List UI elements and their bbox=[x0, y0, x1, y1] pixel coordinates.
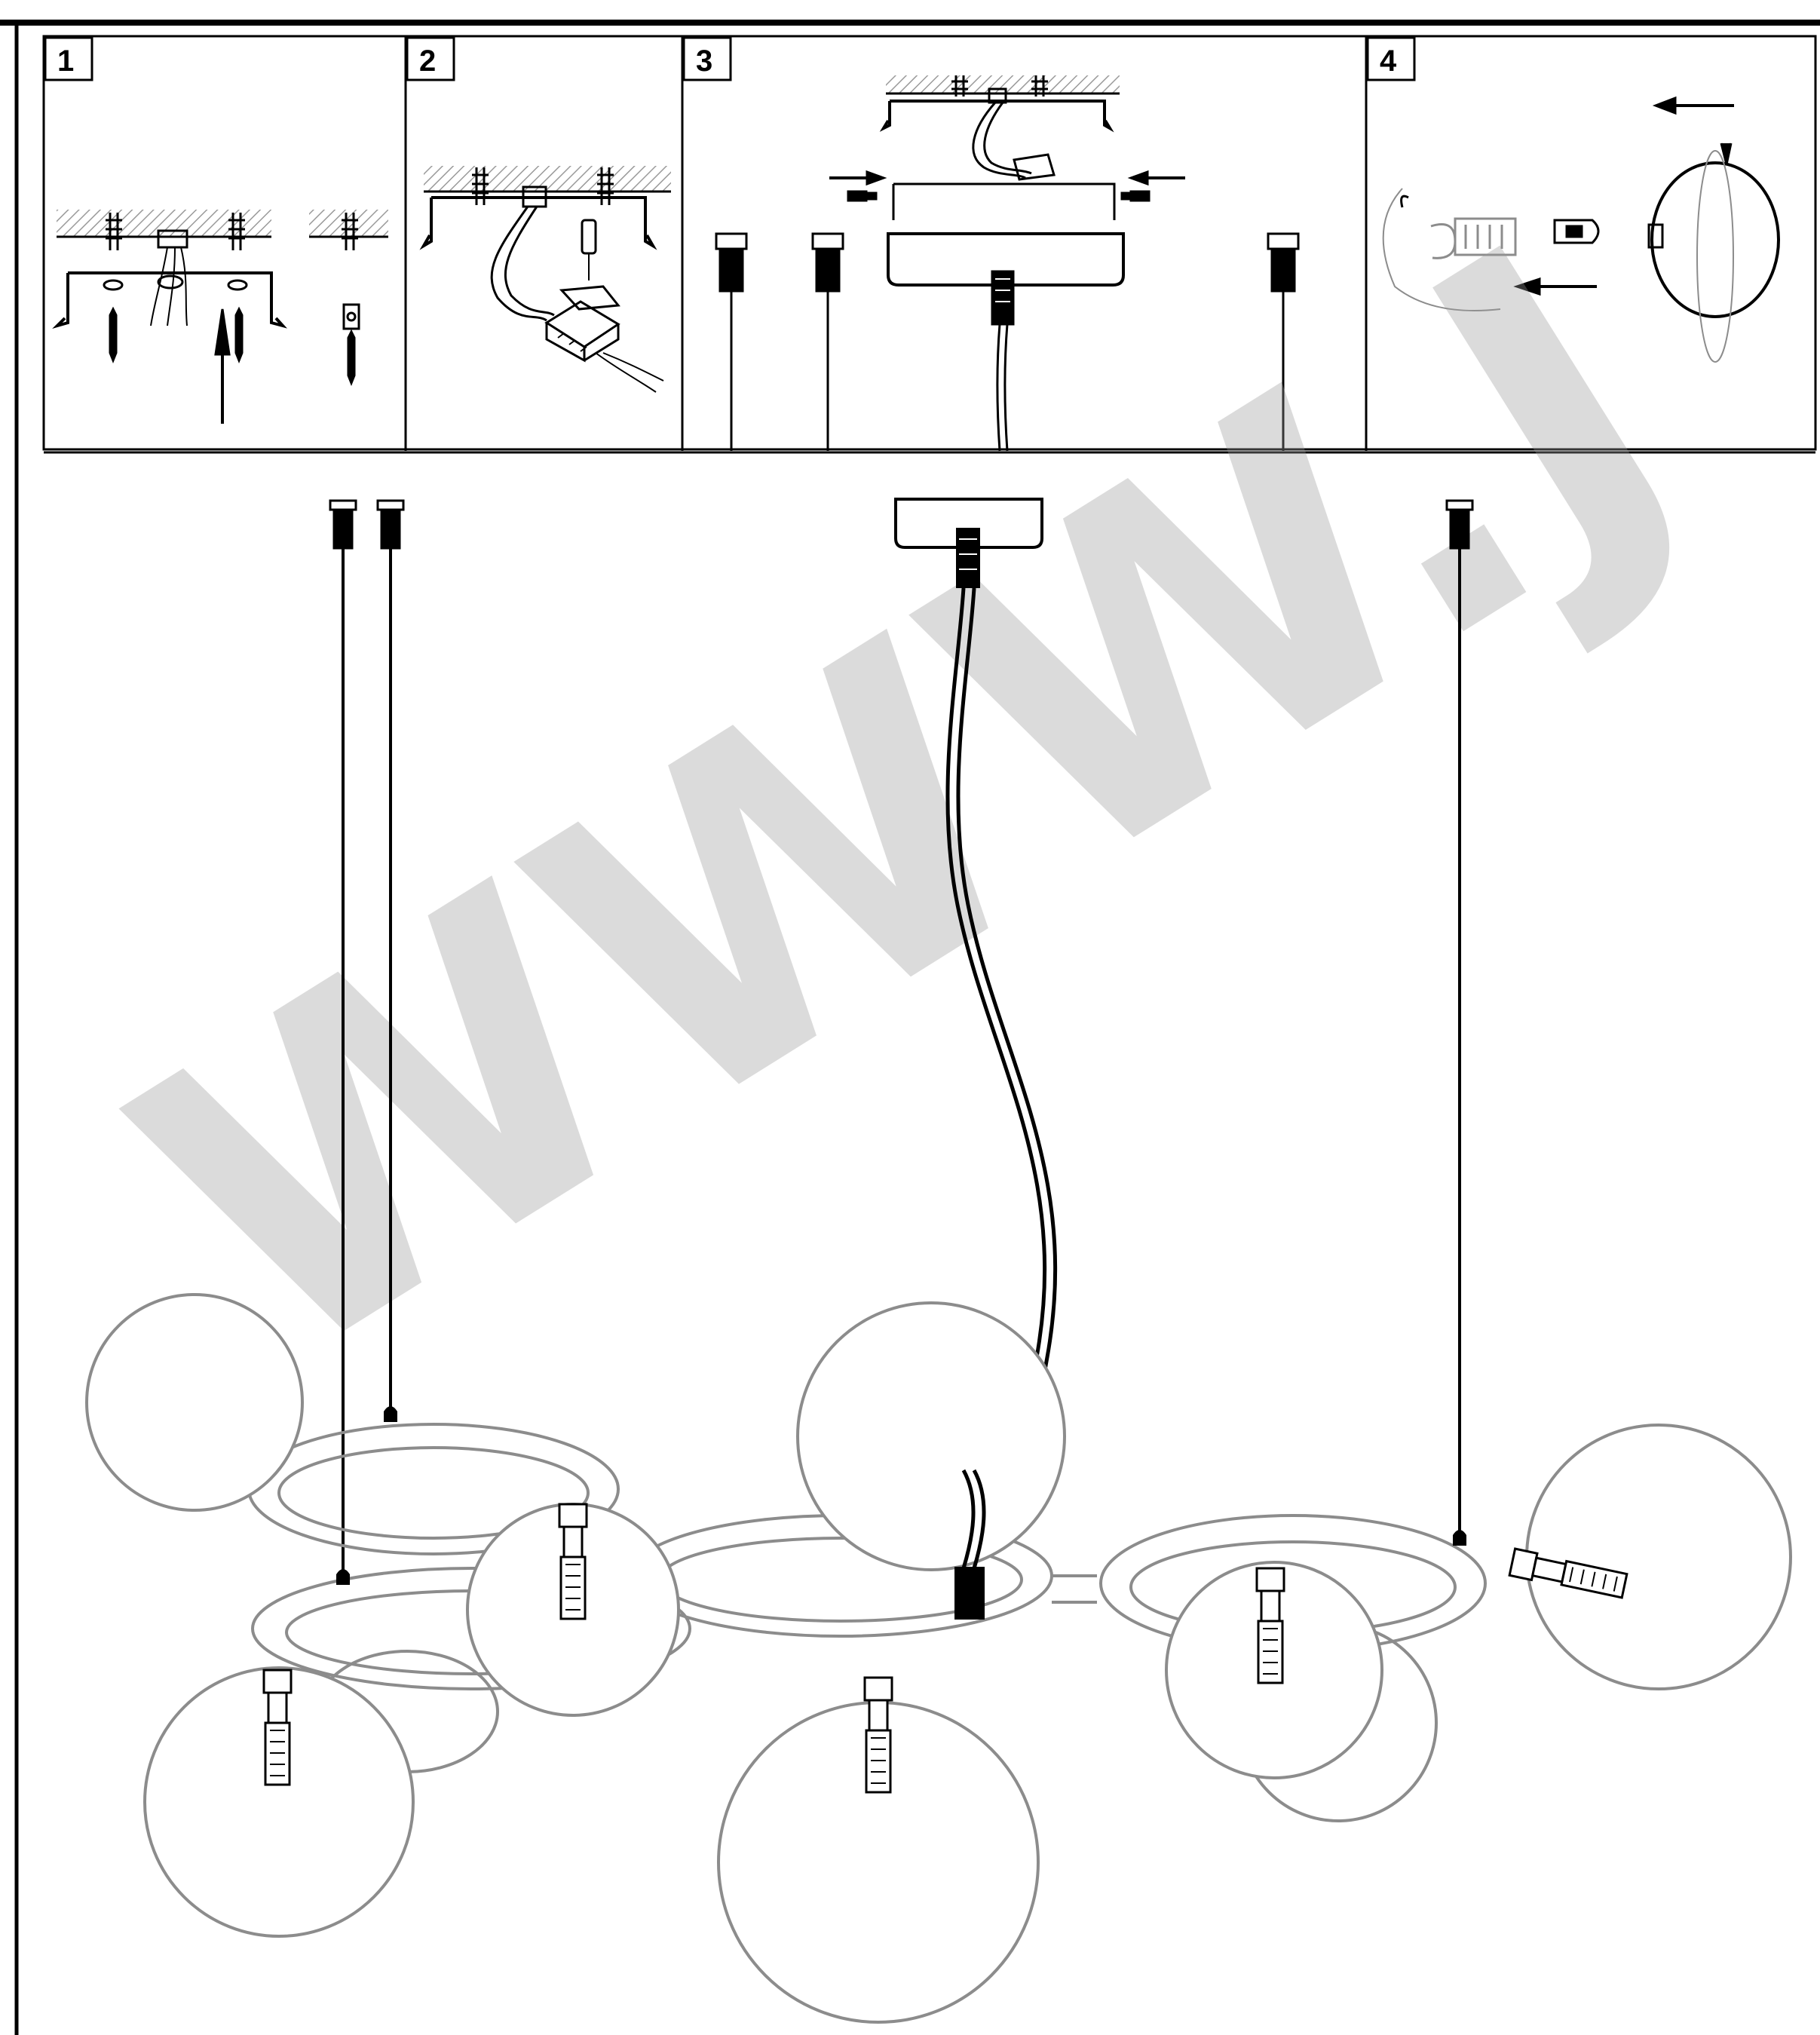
arrow-right-icon bbox=[829, 170, 887, 186]
ceiling-anchor-icon bbox=[329, 499, 1474, 550]
arrow-up-icon bbox=[214, 308, 231, 356]
main-assembly bbox=[85, 498, 1792, 2024]
step-4-number: 4 bbox=[1380, 44, 1397, 78]
arrow-left-icon bbox=[1652, 96, 1734, 115]
glass-globe-icon bbox=[1650, 161, 1780, 318]
canopy-icon bbox=[887, 232, 1125, 287]
mounting-bracket-icon bbox=[419, 196, 657, 250]
step-3-badge: 3 bbox=[682, 36, 732, 81]
cable-grip-icon bbox=[956, 528, 980, 588]
screwdriver-icon bbox=[581, 219, 597, 280]
cable-grip-icon bbox=[991, 270, 1015, 326]
step-2-drawing bbox=[419, 166, 671, 393]
screw-icon bbox=[109, 306, 356, 387]
arrow-left-icon bbox=[1127, 170, 1185, 186]
arrow-left-icon bbox=[1513, 277, 1597, 296]
step-2-badge: 2 bbox=[406, 36, 455, 81]
step-3-number: 3 bbox=[696, 44, 712, 78]
outer-frame bbox=[0, 20, 1820, 2035]
terminal-block-icon bbox=[544, 285, 620, 363]
suspension-wire bbox=[342, 549, 1461, 1576]
wire-gripper-icon bbox=[715, 232, 1300, 451]
step-3-drawing bbox=[715, 75, 1300, 452]
step-2-number: 2 bbox=[419, 44, 436, 78]
canopy bbox=[894, 498, 1043, 549]
glass-globe bbox=[85, 1293, 1792, 2024]
step-4-badge: 4 bbox=[1366, 36, 1416, 81]
screw-icon bbox=[847, 190, 1151, 202]
wall-plug-icon bbox=[106, 213, 358, 250]
lamp-socket-icon bbox=[1382, 188, 1517, 311]
step-1-drawing bbox=[52, 210, 388, 424]
mounting-bracket-icon bbox=[52, 271, 287, 329]
watermark-text: WWW.J bbox=[64, 154, 1749, 1461]
g9-lamp-holder-icon bbox=[262, 1503, 1629, 1794]
step-1-badge: 1 bbox=[44, 36, 93, 81]
g9-bulb-icon bbox=[1553, 219, 1600, 244]
step-1-number: 1 bbox=[57, 44, 74, 78]
step-4-drawing bbox=[1382, 96, 1780, 363]
